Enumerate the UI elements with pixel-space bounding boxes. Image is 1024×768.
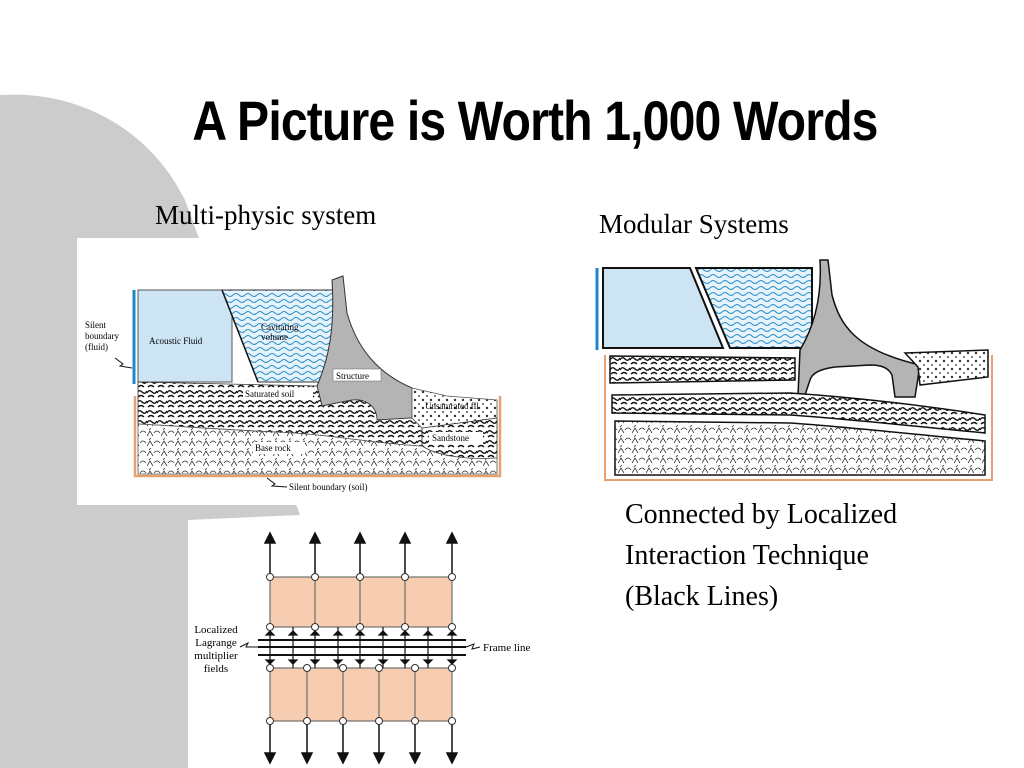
description-text: Connected by Localized Interaction Techn… [625, 494, 897, 617]
base-rock-region [137, 423, 498, 475]
frame-line-label: Frame line [483, 642, 530, 654]
bottom-element-2 [306, 667, 344, 722]
top-element-4 [404, 576, 453, 628]
connector-arrows [264, 627, 458, 668]
bottom-element-5 [414, 667, 453, 722]
node-circles [266, 573, 456, 725]
modular-fill-block [903, 349, 989, 386]
acoustic-fluid-region [137, 289, 233, 383]
modular-soil-boundary [604, 355, 993, 481]
top-element-1 [269, 576, 316, 628]
bottom-element-3 [342, 667, 380, 722]
base-rock-label-bg [253, 442, 305, 454]
multiphysic-caption: Multi-physic system [155, 200, 377, 230]
saturated-soil-label-bg [243, 388, 313, 400]
top-element-grid [269, 576, 453, 628]
modular-caption: Modular Systems [599, 209, 789, 239]
description-line-3: (Black Lines) [625, 581, 779, 612]
silent-boundary-fluid-pointer [114, 357, 133, 369]
top-element-3 [359, 576, 406, 628]
bottom-element-1 [269, 667, 308, 722]
description-line-1: Connected by Localized [625, 499, 898, 530]
modular-sandstone-block [611, 392, 986, 434]
bottom-force-arrows [263, 721, 459, 765]
top-force-arrows [263, 531, 459, 577]
structure-label: Structure [336, 371, 369, 381]
modular-structure-block [797, 259, 921, 398]
description-line-2: Interaction Technique [625, 540, 869, 571]
slide-title: A Picture is Worth 1,000 Words [192, 89, 878, 152]
localized-lagrange-pointer [239, 641, 258, 648]
soil-boundary-line [133, 396, 502, 478]
modular-fluid-block [602, 267, 725, 349]
modular-diagram [595, 259, 993, 481]
bottom-element-grid [269, 667, 453, 722]
sandstone-label-bg [429, 432, 483, 444]
structure-label-bg [332, 368, 382, 382]
sandstone-label: Sandstone [432, 433, 469, 443]
saturated-soil-label: Saturated soil [245, 389, 295, 399]
unsaturated-fill-label: Unsaturated fil [425, 401, 479, 411]
base-rock-label: Base rock [255, 443, 291, 453]
fluid-divider-line [221, 289, 259, 383]
bottom-figure-panel [188, 520, 550, 768]
acoustic-fluid-label: Acoustic Fluid [149, 336, 203, 346]
bottom-element-4 [378, 667, 416, 722]
silent-boundary-soil-pointer [266, 477, 288, 488]
top-element-2 [314, 576, 361, 628]
modular-base-rock-block [614, 420, 986, 476]
frame-lines [258, 639, 466, 656]
silent-boundary-soil-label: Silent boundary (soil) [289, 482, 368, 492]
frame-line-pointer [465, 643, 481, 650]
modular-soil-block-left [609, 355, 796, 384]
